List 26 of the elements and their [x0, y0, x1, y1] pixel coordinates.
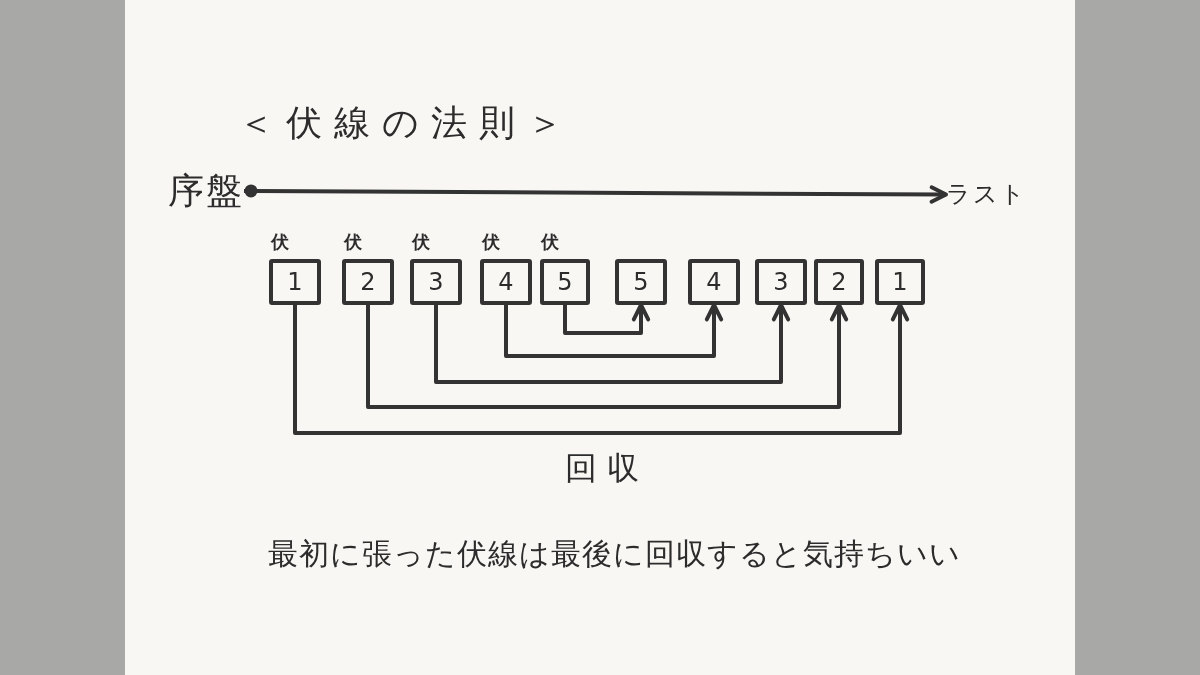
box-annotation: 伏 — [271, 233, 289, 252]
number-box: 5 — [615, 259, 667, 305]
arrow — [434, 303, 791, 384]
timeline-label: ラスト — [946, 182, 1027, 208]
number-box: 2 — [342, 259, 394, 305]
box-annotation: 伏 — [541, 233, 559, 252]
arrow — [504, 303, 724, 358]
arrow-label: 回収 — [565, 452, 649, 486]
timeline-arrow — [244, 184, 948, 204]
arrow — [293, 303, 910, 435]
number-box: 4 — [480, 259, 532, 305]
caption: 最初に張った伏線は最後に回収すると気持ちいい — [268, 538, 961, 570]
box-annotation: 伏 — [412, 233, 430, 252]
box-annotation: 伏 — [344, 233, 362, 252]
timeline-label: 序盤 — [168, 172, 244, 210]
arrow — [366, 303, 849, 409]
arrow — [563, 303, 651, 335]
box-annotation: 伏 — [482, 233, 500, 252]
title: ＜伏線の法則＞ — [238, 104, 575, 142]
number-box: 2 — [814, 259, 864, 305]
number-box: 3 — [755, 259, 807, 305]
number-box: 1 — [269, 259, 321, 305]
number-box: 5 — [540, 259, 590, 305]
number-box: 3 — [410, 259, 462, 305]
number-box: 1 — [875, 259, 925, 305]
number-box: 4 — [688, 259, 740, 305]
